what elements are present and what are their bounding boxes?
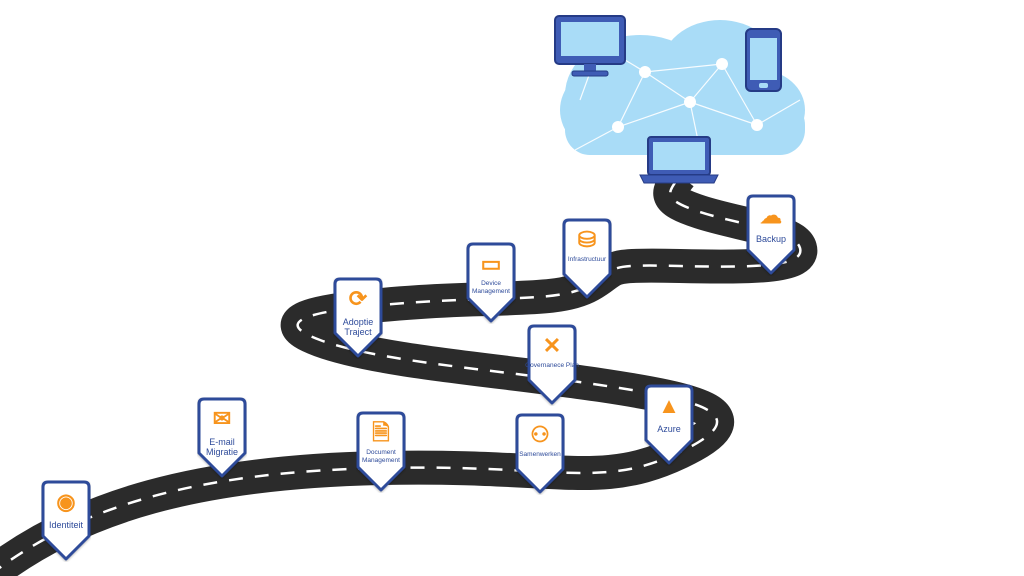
- network-nodes: [612, 58, 763, 133]
- milestone-email-migratie[interactable]: ✉ E-mail Migratie: [197, 397, 247, 479]
- milestone-infrastructuur[interactable]: ⛁ Infrastructuur: [562, 218, 612, 300]
- milestone-device-management[interactable]: ▭ Device Management: [466, 242, 516, 324]
- milestone-label: Samenwerken: [519, 451, 561, 458]
- milestone-label: E-mail Migratie: [205, 437, 238, 457]
- milestone-label: Infrastructuur: [567, 256, 607, 263]
- people-network-icon: ⚇: [530, 422, 550, 447]
- milestone-adoptie-traject[interactable]: ⟳ Adoptie Traject: [333, 277, 383, 359]
- road-center-line: [0, 175, 802, 570]
- eye-icon: ◉: [56, 489, 76, 514]
- milestone-samenwerken[interactable]: ⚇ Samenwerken: [515, 413, 565, 495]
- milestone-label: Identiteit: [48, 520, 84, 530]
- cloud-backup-icon: ☁: [760, 203, 782, 228]
- milestone-identiteit[interactable]: ◉ Identiteit: [41, 480, 91, 562]
- monitor-icon: [554, 15, 626, 77]
- strategy-board-icon: ✕: [542, 333, 562, 358]
- milestone-label: Device Management: [472, 280, 510, 295]
- milestone-azure[interactable]: ▲ Azure: [644, 384, 694, 466]
- azure-logo-icon: ▲: [658, 393, 680, 418]
- pin-shape: [746, 194, 796, 275]
- pin-shape: [466, 242, 516, 323]
- cycle-icon: ⟳: [348, 286, 368, 311]
- pin-shape: [197, 397, 247, 478]
- document-gear-icon: 🗎: [372, 420, 390, 445]
- pin-shape: [41, 480, 91, 561]
- phone-icon: [745, 28, 782, 92]
- cloud-mail-icon: ✉: [212, 406, 232, 431]
- milestone-label: Azure: [657, 424, 681, 434]
- milestone-label: Backup: [755, 234, 787, 244]
- milestone-label: Governanece Plan: [525, 362, 579, 369]
- pin-shape: [333, 277, 383, 358]
- pin-shape: [356, 411, 406, 492]
- milestone-governance-plan[interactable]: ✕ Governanece Plan: [525, 324, 579, 406]
- database-gear-icon: ⛁: [577, 227, 597, 252]
- road: [0, 165, 818, 576]
- laptop-icon: [639, 136, 719, 184]
- milestone-backup[interactable]: ☁ Backup: [746, 194, 796, 276]
- pin-shape: [515, 413, 565, 494]
- pin-shape: [562, 218, 612, 299]
- pin-shape: [527, 324, 577, 405]
- milestone-label: Document Management: [362, 449, 400, 464]
- devices-icon: ▭: [480, 251, 502, 276]
- milestone-document-management[interactable]: 🗎 Document Management: [356, 411, 406, 493]
- milestone-label: Adoptie Traject: [342, 317, 374, 337]
- pin-shape: [644, 384, 694, 465]
